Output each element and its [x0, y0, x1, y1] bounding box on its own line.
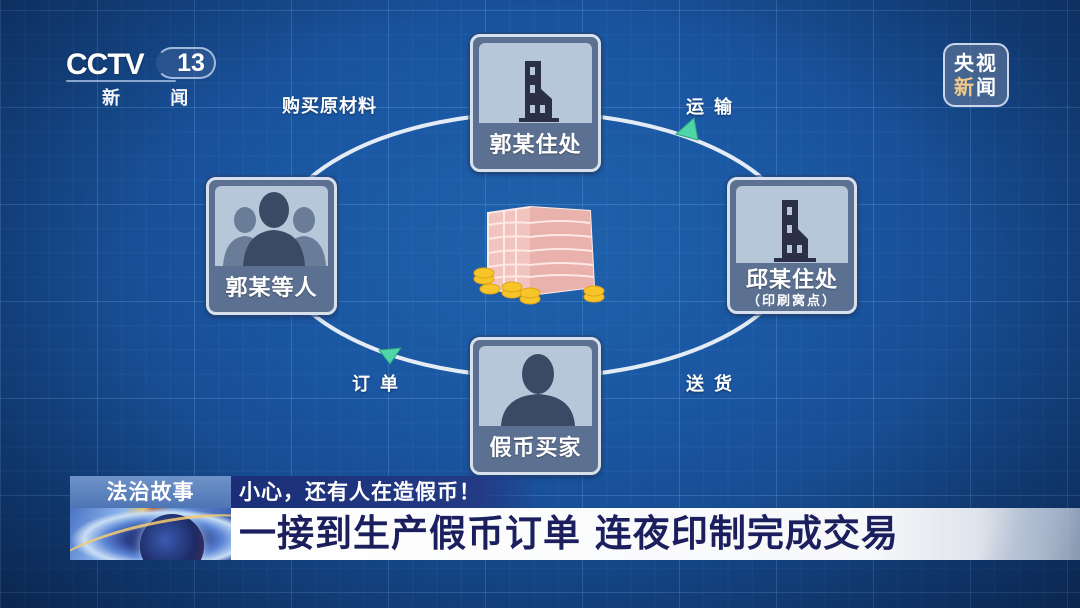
node-picture: [215, 186, 328, 266]
program-category: 法治故事: [70, 476, 231, 508]
node-counterfeit-buyer: 假币买家: [470, 337, 601, 475]
headline-sheen: [960, 508, 1080, 560]
channel-number: 13: [156, 47, 216, 79]
edge-label-transport: 运输: [686, 97, 742, 118]
people-group-icon: [223, 192, 326, 266]
node-label: 邱某住处: [745, 268, 838, 293]
edge-label-deliver: 送货: [686, 374, 742, 395]
node-picture: [479, 346, 592, 426]
badge-row1: 央视: [954, 51, 998, 75]
cctv-logo-text: CCTV: [66, 48, 145, 81]
swoosh-graphic: [70, 508, 231, 560]
arrow-order-icon: [378, 347, 403, 365]
globe-graphic: [140, 514, 204, 560]
badge-row2-char2: 闻: [976, 75, 998, 99]
money-stack-icon: [473, 205, 605, 305]
building-icon: [774, 200, 816, 262]
headline-text: 一接到生产假币订单 连夜印制完成交易: [239, 512, 899, 555]
node-picture: [479, 43, 592, 123]
lower-third-headline: 一接到生产假币订单 连夜印制完成交易: [231, 508, 1080, 560]
node-label: 郭某等人: [225, 276, 318, 301]
badge-row2-char1: 新: [954, 75, 976, 99]
node-label: 假币买家: [489, 436, 582, 461]
node-label: 郭某住处: [489, 133, 582, 158]
building-icon: [519, 61, 559, 122]
node-sublabel: （印刷窝点）: [746, 294, 837, 309]
cctv13-logo: CCTV 13 新 闻: [66, 44, 216, 110]
person-icon: [501, 354, 575, 426]
node-qiu-residence: 邱某住处 （印刷窝点）: [727, 177, 857, 314]
edge-label-buy-materials: 购买原材料: [282, 96, 377, 117]
badge-row2: 新闻: [954, 75, 998, 99]
cctv-news-badge: 央视 新闻: [943, 43, 1009, 107]
edge-label-order: 订单: [352, 374, 408, 395]
program-graphic: [70, 508, 231, 560]
arrow-transport-icon: [674, 117, 699, 141]
logo-underline: [66, 80, 176, 82]
node-picture: [736, 186, 848, 263]
lower-third-subtitle: 小心，还有人在造假币！: [231, 476, 541, 508]
channel-name: 新 闻: [102, 88, 211, 109]
node-guo-residence: 郭某住处: [470, 34, 601, 172]
node-guo-group: 郭某等人: [206, 177, 337, 315]
